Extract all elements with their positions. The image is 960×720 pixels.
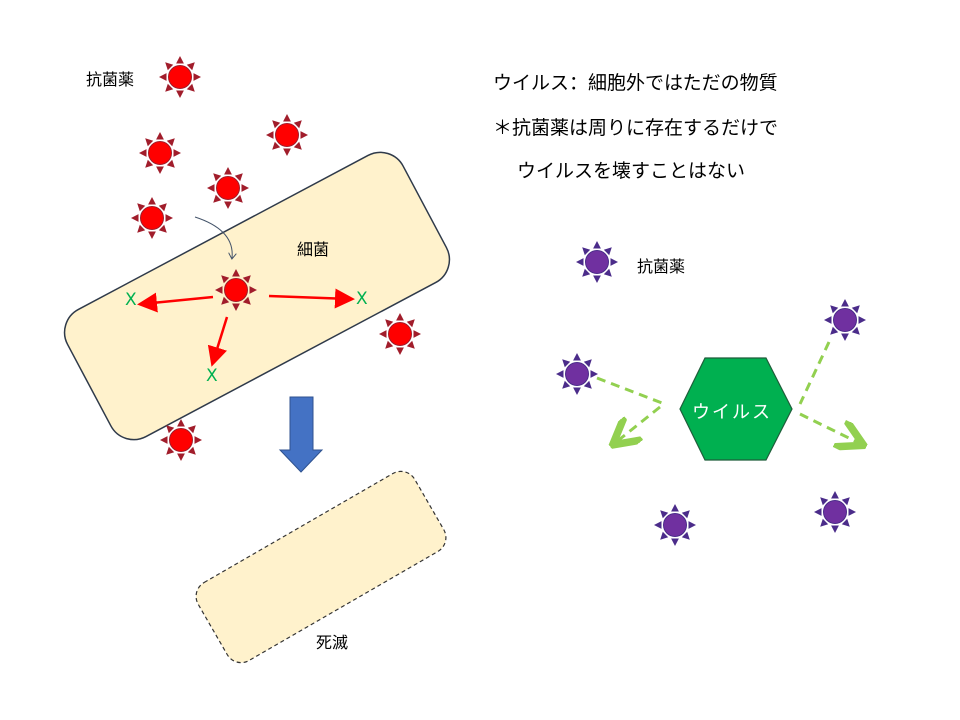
- antibiotic-purple-icon: [824, 299, 866, 341]
- x-mark-right: X: [356, 289, 368, 309]
- virus-label: ウイルス: [692, 402, 772, 423]
- x-mark-bottom: X: [206, 366, 218, 386]
- note-line-2: ＊抗菌薬は周りに存在するだけで: [493, 117, 779, 139]
- antibiotic-red-icon: [215, 269, 257, 311]
- red-arrow-right: [268, 288, 355, 309]
- red-arrow-left: [137, 292, 214, 313]
- antibiotic-purple-icon: [814, 491, 856, 533]
- note-line-3: ウイルスを壊すことはない: [517, 160, 746, 182]
- antibiotic-purple-icon: [654, 504, 696, 546]
- bacterium-label: 細菌: [297, 240, 330, 259]
- antibiotic-red-icon: [379, 313, 421, 355]
- antibiotic-purple-icon: [576, 241, 618, 283]
- green-dashed-line: [596, 376, 663, 405]
- antibiotic-purple-icon: [556, 353, 598, 395]
- bacterium-cell: [63, 151, 451, 441]
- antibiotic-red-icon: [139, 132, 181, 174]
- green-dashed-arrow-right: [799, 412, 861, 444]
- antibiotic-red-icon: [207, 167, 249, 209]
- red-arrow-down: [207, 316, 229, 367]
- dead-label: 死滅: [316, 633, 349, 652]
- dead-bacterium-cell: [195, 470, 447, 664]
- blue-down-arrow: [278, 396, 324, 473]
- note-line-1: ウイルス：細胞外ではただの物質: [493, 72, 778, 94]
- x-mark-left: X: [125, 290, 137, 310]
- green-dashed-line: [798, 341, 831, 405]
- antibiotic-label-right: 抗菌薬: [637, 257, 686, 276]
- virus-hexagon: [679, 357, 793, 461]
- antibiotic-red-icon: [266, 114, 308, 156]
- antibiotic-red-icon: [160, 419, 202, 461]
- antibiotic-label-left: 抗菌薬: [86, 70, 135, 89]
- green-dashed-arrow-left: [615, 405, 661, 443]
- entry-curved-arrow: [194, 216, 232, 258]
- antibiotic-red-icon: [131, 197, 173, 239]
- antibiotic-red-icon: [159, 56, 201, 98]
